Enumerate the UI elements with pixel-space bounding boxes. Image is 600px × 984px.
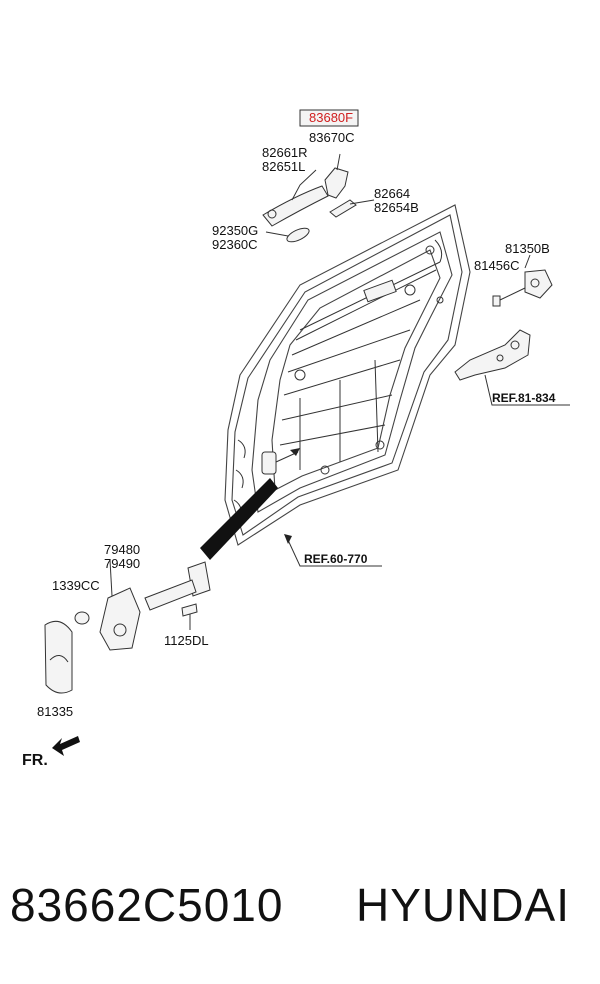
callout-label: 82654B	[374, 200, 419, 215]
latch-assembly	[454, 254, 570, 406]
callout-label: 83670C	[309, 130, 355, 145]
part-number: 83662C5010	[10, 879, 284, 931]
footer: 83662C5010 HYUNDAI	[10, 878, 590, 948]
brand-name: HYUNDAI	[356, 879, 571, 931]
ref-latch-label: REF.81-834	[492, 391, 556, 405]
direction-label: FR.	[22, 752, 48, 769]
ref-wiring-label: REF.60-770	[304, 552, 368, 566]
front-direction-arrow	[52, 736, 80, 756]
callout-label: 82651L	[262, 159, 305, 174]
wiring-strap	[200, 478, 278, 560]
callout-label: 1125DL	[164, 633, 209, 648]
callout-label: 82664	[374, 186, 410, 201]
callout-label: 81456C	[474, 258, 520, 273]
outside-handle-parts	[262, 109, 375, 243]
callout-label: 92360C	[212, 237, 258, 252]
callout-label: 1339CC	[52, 578, 100, 593]
callout-label: 82661R	[262, 145, 308, 160]
callout-highlighted: 83680F	[309, 110, 353, 125]
callout-label: 81335	[37, 704, 73, 719]
rear-door-shell	[224, 204, 471, 546]
callout-label: 79480	[104, 542, 140, 557]
callout-label: 81350B	[505, 241, 550, 256]
door-checker	[44, 559, 211, 694]
callout-label: 79490	[104, 556, 140, 571]
callout-label: 92350G	[212, 223, 258, 238]
